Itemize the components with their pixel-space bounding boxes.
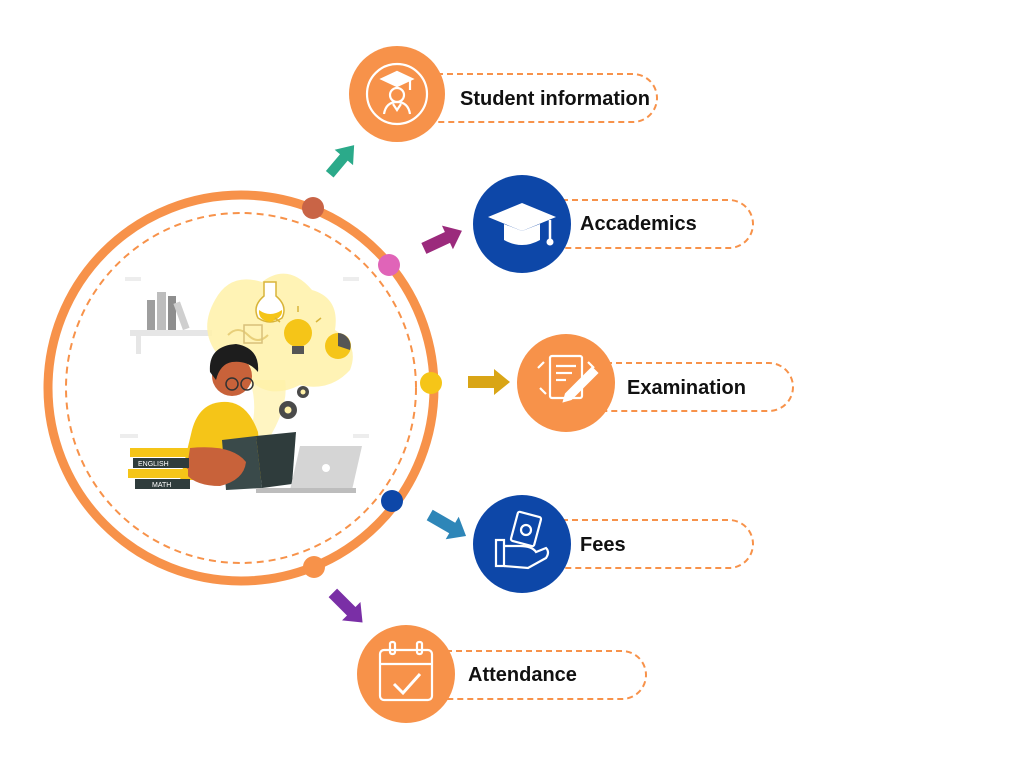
connector-dot-student-information [302,197,324,219]
module-label: Fees [580,534,626,556]
module-label: Accademics [580,213,697,235]
label-pill [397,73,658,123]
label-pill [566,362,794,412]
connector-dot-attendance [303,556,325,578]
book-label-math: MATH [152,482,171,489]
connector-dot-accademics [378,254,400,276]
connector-dots [302,197,442,578]
connector-dot-examination [420,372,442,394]
module-icon-circle [357,625,455,723]
module-attendance: Attendance [357,625,647,723]
module-label: Attendance [468,664,577,686]
module-examination: Examination [517,334,794,432]
exam-paper-icon [537,354,599,403]
label-pill [522,519,754,569]
module-fees: Fees [473,495,754,593]
arrow-fees [426,509,467,540]
arrow-examination [468,369,510,395]
arrow-student-information [325,145,355,178]
arrow-attendance [328,588,363,623]
module-icon-circle [517,334,615,432]
module-icon-circle [349,46,445,142]
student-studying-illustration: ENGLISH MATH [120,273,369,493]
calendar-check-icon [378,640,434,702]
book-label-english: ENGLISH [138,461,169,468]
graduation-cap-icon [488,203,556,246]
module-label: Student information [460,88,650,110]
money-hand-icon [494,510,550,570]
label-pill [522,199,754,249]
label-pill [406,650,647,700]
arrow-accademics [421,225,462,254]
graduate-student-icon [365,62,429,126]
module-student-information: Student information [349,46,658,142]
connector-dot-fees [381,490,403,512]
module-accademics: Accademics [473,175,754,273]
arrows [325,145,510,623]
hub-inner-dashed-ring [65,212,417,564]
module-label: Examination [627,377,746,399]
